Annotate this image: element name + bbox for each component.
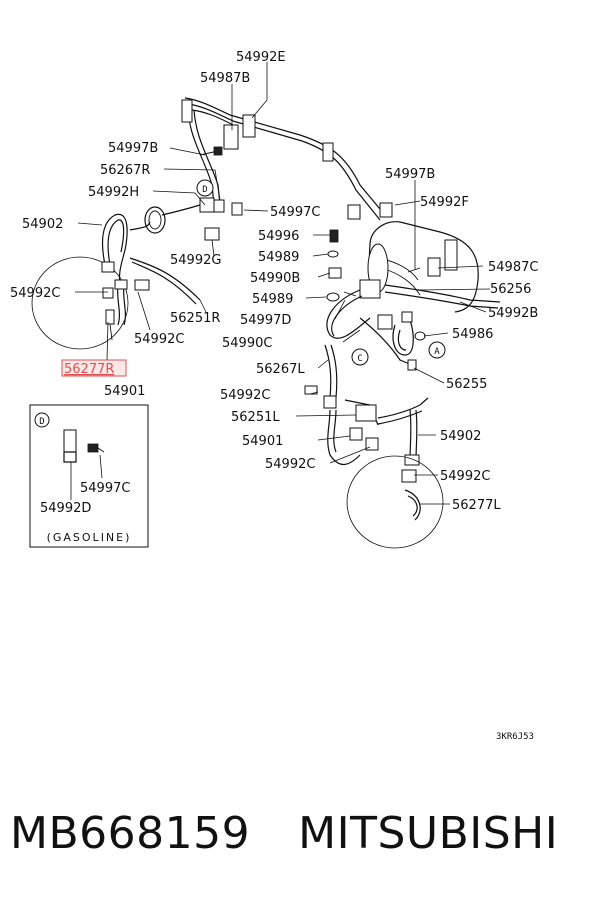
right-brake-disc (346, 455, 444, 549)
label-54902-left: 54902 (22, 217, 63, 232)
brand-name: MITSUBISHI (298, 808, 559, 859)
label-54986: 54986 (452, 327, 493, 342)
left-coil-pipe (102, 204, 201, 305)
product-footer: MB668159 MITSUBISHI (10, 808, 558, 859)
left-brake-disc (31, 256, 129, 350)
label-54997b-left: 54997B (108, 141, 158, 156)
inset-gasoline: D 54997C 54992D (GASOLINE) (29, 404, 149, 548)
label-56251r: 56251R (170, 311, 220, 326)
label-56277l: 56277L (452, 498, 501, 513)
label-54992f: 54992F (420, 195, 469, 210)
label-56267l: 56267L (256, 362, 305, 377)
label-54901-right: 54901 (242, 434, 283, 449)
callout-d-main: D (196, 179, 214, 197)
label-54997d: 54997D (240, 313, 291, 328)
brake-line-diagram: D C A D 54997C 54992D (GASOLINE) 54992E … (10, 50, 538, 742)
callout-d-main-text: D (202, 185, 207, 195)
label-54901-left: 54901 (104, 384, 145, 399)
label-54997c-top: 54997C (270, 205, 320, 220)
label-56267r: 56267R (100, 163, 150, 178)
inset-54997c-label: 54997C (80, 481, 130, 496)
main-brake-pipes (181, 97, 386, 241)
label-54992c-mid: 54992C (220, 388, 270, 403)
callout-a-text: A (434, 347, 440, 357)
left-brake-hose (101, 213, 128, 341)
label-54996: 54996 (258, 229, 299, 244)
label-54989-b: 54989 (252, 292, 293, 307)
label-56255: 56255 (446, 377, 487, 392)
center-fittings (326, 229, 426, 371)
leader-lines (75, 62, 491, 505)
label-54992b: 54992B (488, 306, 538, 321)
label-54992c-left: 54992C (10, 286, 60, 301)
callout-d-inset-text: D (39, 417, 44, 427)
label-54992h: 54992H (88, 185, 139, 200)
label-56277r: 56277R (64, 362, 114, 377)
label-54992g: 54992G (170, 253, 221, 268)
inset-caption: (GASOLINE) (47, 531, 132, 544)
label-54992c-right: 54992C (440, 469, 490, 484)
drawing-code: 3KR6J53 (496, 732, 534, 742)
label-54989-a: 54989 (258, 250, 299, 265)
label-54987c: 54987C (488, 260, 538, 275)
label-54990c: 54990C (222, 336, 272, 351)
callout-c: C (351, 348, 369, 366)
label-54997b-right: 54997B (385, 167, 435, 182)
label-54987b: 54987B (200, 71, 250, 86)
label-54902-right: 54902 (440, 429, 481, 444)
label-54992c-mid2: 54992C (265, 457, 315, 472)
callout-a: A (428, 341, 446, 359)
highlighted-part-56277r: 56277R (61, 359, 127, 377)
right-lower-lines (304, 344, 429, 483)
label-56256: 56256 (490, 282, 531, 297)
label-54990b: 54990B (250, 271, 300, 286)
part-number: MB668159 (10, 808, 251, 859)
inset-54992d-label: 54992D (40, 501, 91, 516)
part-labels: 54992E 54987B 54997B 56267R 54992H 54902… (10, 50, 538, 742)
label-54992e: 54992E (236, 50, 286, 65)
label-54992c-left2: 54992C (134, 332, 184, 347)
callout-c-text: C (357, 354, 362, 364)
label-56251l: 56251L (231, 410, 280, 425)
